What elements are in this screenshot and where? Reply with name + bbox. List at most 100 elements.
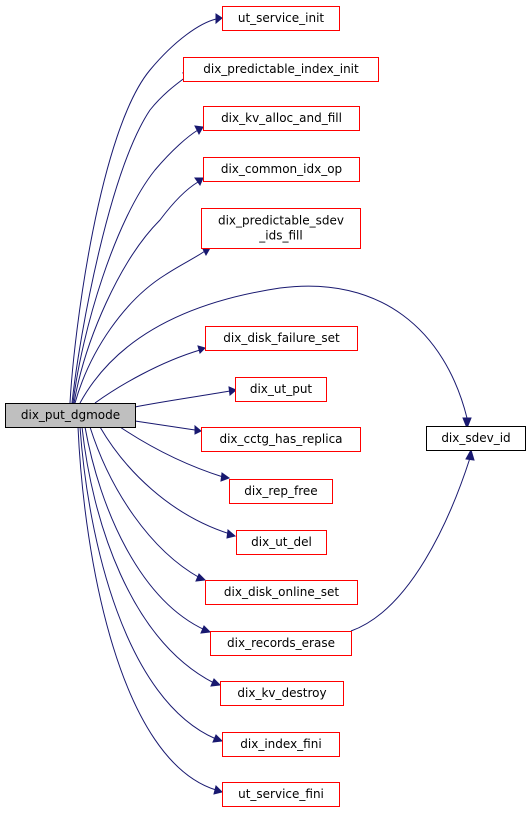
node-box[interactable] [222,6,340,31]
edge-root-to-dix_sdev_id [79,285,472,430]
edge-line [79,285,468,419]
arrowhead [194,177,204,187]
edge-line [134,390,231,408]
node-dix-kv-destroy[interactable]: dix_kv_destroy [220,681,344,706]
edge-line [350,457,471,632]
edge-root-to-dix_predictable_index_init [71,72,191,404]
arrowhead [194,424,202,435]
edge-root-to-dix_ut_del [99,426,237,539]
node-box[interactable] [201,427,361,452]
arrowhead [210,678,222,687]
edge-root-to-dix_disk_online_set [89,426,207,582]
node-dix-records-erase[interactable]: dix_records_erase [210,631,352,656]
edge-line [84,426,206,631]
node-box[interactable] [222,782,340,807]
nodes-layer: dix_put_dgmode ut_service_init dix_predict… [5,6,526,807]
edge-line [77,426,217,791]
node-box[interactable] [229,479,333,504]
node-label: dix_common_idx_op [221,162,342,176]
node-label: dix_ut_del [251,535,312,549]
node-dix-predictable-sdev-ids-fill[interactable]: dix_predictable_sdev_ids_fill [201,208,361,249]
arrowhead [215,13,223,25]
node-box[interactable] [220,681,344,706]
node-box[interactable] [235,377,327,402]
edge-root-to-dix_kv_alloc_and_fill [72,125,204,404]
node-root: dix_put_dgmode [5,403,136,428]
node-dix-common-idx-op[interactable]: dix_common_idx_op [203,157,360,182]
node-label: ut_service_init [238,11,325,25]
edge-line [81,426,215,684]
edge-line [134,420,196,431]
arrowhead [212,734,224,743]
arrowhead [200,625,212,634]
node-label: dix_predictable_index_init [203,62,359,76]
node-box[interactable] [222,732,340,757]
node-box[interactable] [236,530,327,555]
edge-root-to-dix_cctg_has_replica [134,420,202,435]
node-ut-service-init[interactable]: ut_service_init [222,6,340,31]
node-box[interactable] [203,106,360,131]
node-box[interactable] [426,426,526,451]
edge-root-to-ut_service_fini [77,426,223,795]
node-dix-ut-del[interactable]: dix_ut_del [236,530,327,555]
node-dix-kv-alloc-and-fill[interactable]: dix_kv_alloc_and_fill [203,106,360,131]
node-label: dix_predictable_sdev [218,214,344,228]
node-label: dix_ut_put [250,382,313,396]
node-label: dix_rep_free [244,484,317,498]
node-box[interactable] [201,208,361,249]
edge-root-to-dix_rep_free [119,426,231,482]
edge-line [73,181,199,404]
node-label: dix_index_fini [240,737,321,751]
node-ut-service-fini[interactable]: ut_service_fini [222,782,340,807]
node-box[interactable] [183,57,379,82]
edge-line [69,18,217,404]
arrowhead [228,386,237,396]
edge-line [89,426,201,579]
node-label: dix_records_erase [227,636,335,650]
edge-line [71,76,187,404]
node-box[interactable] [203,157,360,182]
node-label: dix_kv_alloc_and_fill [221,111,342,125]
edge-root-to-dix_index_fini [79,426,224,743]
edge-line [94,349,201,404]
node-label: ut_service_fini [238,787,324,801]
edge-dix_records_erase-to-dix_sdev_id [350,448,475,632]
node-dix-cctg-has-replica[interactable]: dix_cctg_has_replica [201,427,361,452]
node-label: dix_cctg_has_replica [219,432,342,446]
node-dix-disk-online-set[interactable]: dix_disk_online_set [205,580,358,605]
node-box [5,403,136,428]
edge-line [72,129,199,404]
node-dix-ut-put[interactable]: dix_ut_put [235,377,327,402]
arrowhead [194,125,204,136]
arrowhead [465,448,475,461]
node-box[interactable] [205,326,358,351]
edge-root-to-dix_ut_put [134,386,237,408]
node-label: _ids_fill [258,229,302,243]
edge-root-to-dix_records_erase [84,426,212,634]
arrowhead [195,573,207,582]
node-dix-predictable-index-init[interactable]: dix_predictable_index_init [183,57,379,82]
edge-line [99,426,231,535]
arrowhead [220,472,231,482]
edge-line [79,426,217,740]
arrowhead [462,417,472,430]
arrowhead [226,529,237,539]
edge-line [119,426,224,478]
node-label: dix_sdev_id [441,431,510,445]
node-dix-sdev-id[interactable]: dix_sdev_id [426,426,526,451]
edge-root-to-dix_common_idx_op [73,177,204,404]
node-box[interactable] [205,580,358,605]
edges-layer [69,13,475,795]
arrowhead [197,345,206,354]
edge-root-to-dix_disk_failure_set [94,345,206,404]
node-dix-rep-free[interactable]: dix_rep_free [229,479,333,504]
edge-root-to-dix_kv_destroy [81,426,222,687]
node-label: dix_disk_online_set [224,585,339,599]
node-dix-disk-failure-set[interactable]: dix_disk_failure_set [205,326,358,351]
node-dix-index-fini[interactable]: dix_index_fini [222,732,340,757]
arrowhead [213,785,223,795]
node-label: dix_disk_failure_set [223,331,340,345]
node-box[interactable] [210,631,352,656]
node-label: dix_put_dgmode [21,408,120,422]
